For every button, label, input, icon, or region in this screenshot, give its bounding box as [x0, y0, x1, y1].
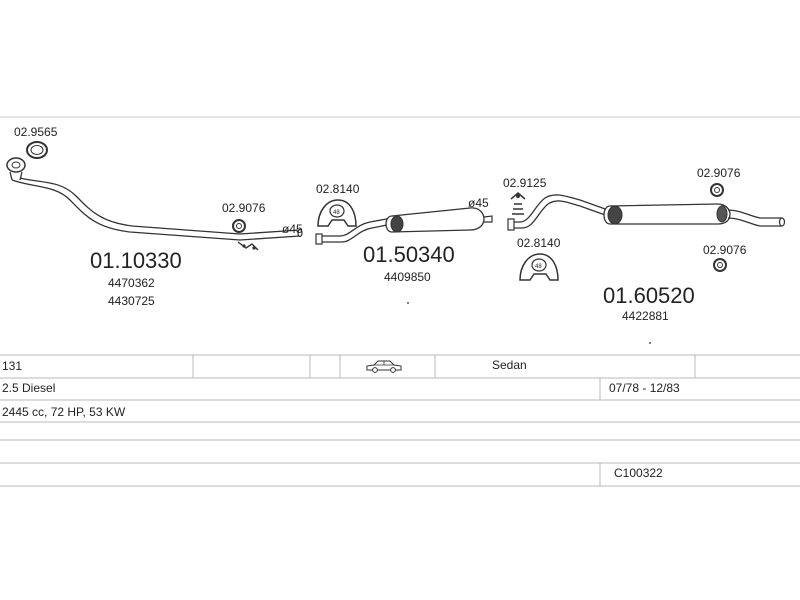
label-gasket-c: 02.9076 [703, 243, 747, 257]
hanger-rear[interactable] [519, 253, 559, 281]
label-front-pipe-diameter: ø45 [282, 222, 303, 236]
rear-silencer-ref: 4422881 [622, 309, 669, 323]
label-gasket-b: 02.9076 [697, 166, 741, 180]
label-hanger-mid: 02.8140 [316, 182, 360, 196]
vehicle-info-table [0, 354, 800, 487]
label-clamp-front: 02.9565 [14, 125, 58, 139]
gasket-b[interactable] [710, 183, 724, 197]
label-hanger-rear: 02.8140 [517, 236, 561, 250]
front-pipe-ref-1: 4470362 [108, 276, 155, 290]
sedan-car-icon [366, 360, 402, 373]
front-pipe-code: 01.10330 [90, 248, 182, 273]
gasket-c[interactable] [713, 258, 727, 272]
vehicle-engine: 2.5 Diesel [2, 381, 56, 395]
clamp-ring-front[interactable] [26, 141, 48, 159]
vehicle-model: 131 [2, 359, 23, 373]
rear-silencer-code: 01.60520 [603, 283, 695, 308]
center-silencer-ref: 4409850 [384, 270, 431, 284]
front-pipe[interactable] [6, 157, 303, 251]
reference-dot [407, 302, 409, 304]
gasket-a[interactable] [232, 219, 246, 233]
rear-silencer[interactable] [507, 194, 786, 231]
center-silencer-code: 01.50340 [363, 242, 455, 267]
vehicle-years: 07/78 - 12/83 [609, 381, 680, 395]
center-silencer[interactable] [315, 207, 493, 245]
reference-dot [649, 342, 651, 344]
label-center-silencer-diameter: ø45 [468, 196, 489, 210]
label-hanger-mid-size: 48 [333, 210, 340, 216]
clamp-rear[interactable] [510, 192, 526, 215]
vehicle-specs: 2445 cc, 72 HP, 53 KW [2, 405, 126, 419]
kit-code: C100322 [614, 466, 663, 480]
hanger-mid[interactable] [317, 199, 357, 227]
vehicle-body-type: Sedan [492, 358, 527, 372]
label-hanger-rear-size: 48 [535, 264, 542, 270]
label-clamp-rear: 02.9125 [503, 176, 547, 190]
front-pipe-ref-2: 4430725 [108, 294, 155, 308]
label-gasket-a: 02.9076 [222, 201, 266, 215]
